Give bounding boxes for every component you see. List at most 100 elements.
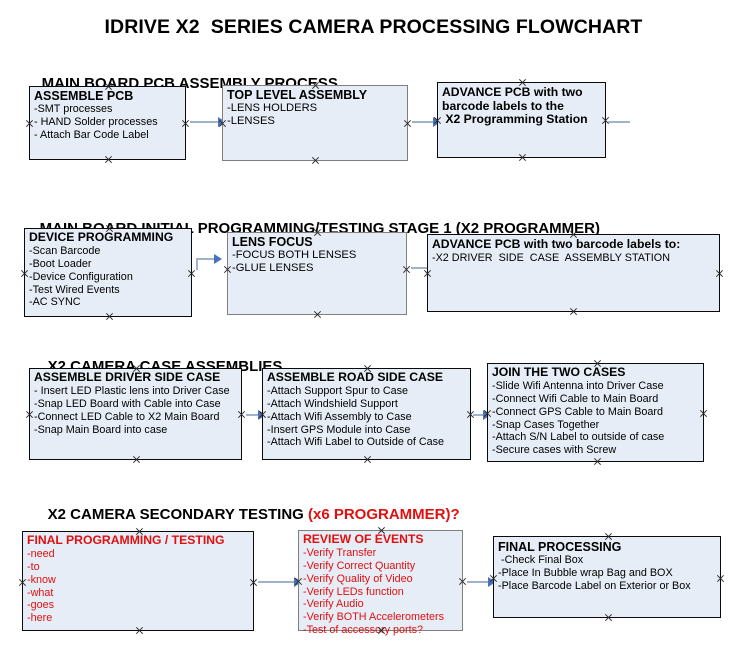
node-line: -Check Final Box [498, 554, 584, 566]
node-line: -Snap Main Board into case [34, 423, 168, 436]
node-line: X2 Programming Station [442, 112, 588, 127]
node-line: - Insert LED Plastic lens into Driver Ca… [34, 384, 230, 397]
section-heading-4-accent: (x6 PROGRAMMER)? [307, 506, 460, 523]
node-title: TOP LEVEL ASSEMBLY [227, 88, 368, 102]
node-line: -Attach Windshield Support [267, 397, 398, 410]
connection-handle[interactable] [18, 578, 27, 587]
arrow-head-icon [214, 254, 222, 264]
node-advance-pcb-programming-station[interactable]: ADVANCE PCB with two barcode labels to t… [437, 82, 606, 158]
node-line: -Attach Wifi Label to Outside of Case [267, 436, 445, 449]
connection-handle[interactable] [311, 156, 320, 165]
arrow-head-icon [488, 577, 496, 587]
arrow-connector [246, 414, 262, 416]
node-title: REVIEW OF EVENTS [303, 532, 424, 546]
connection-handle[interactable] [25, 410, 34, 419]
node-title: ADVANCE PCB with two barcode labels to: [432, 237, 681, 251]
node-line: -X2 DRIVER SIDE CASE ASSEMBLY STATION [432, 251, 670, 264]
node-assemble-pcb[interactable]: ASSEMBLE PCB -SMT processes - HAND Solde… [29, 86, 186, 160]
node-line: -here [27, 612, 53, 625]
node-line: -Verify Correct Quantity [303, 559, 416, 572]
node-line: -Snap Cases Together [492, 418, 600, 431]
node-line: - Attach Bar Code Label [34, 128, 149, 141]
node-line: -Attach S/N Label to outside of case [492, 431, 665, 444]
node-line: -Place In Bubble wrap Bag and BOX [498, 566, 673, 579]
node-review-of-events[interactable]: REVIEW OF EVENTS -Verify Transfer -Verif… [298, 530, 463, 636]
connection-handle[interactable] [569, 307, 578, 316]
connection-handle[interactable] [25, 119, 34, 128]
node-line: - HAND Solder processes [34, 115, 158, 128]
node-line: -goes [27, 599, 55, 612]
node-line: -Verify Transfer [303, 546, 377, 559]
node-line: -Test of accessory ports? [303, 624, 424, 637]
node-line: -Connect Wifi Cable to Main Board [492, 392, 659, 405]
node-title: LENS FOCUS [232, 235, 313, 249]
connection-handle[interactable] [423, 269, 432, 278]
node-title: ASSEMBLE ROAD SIDE CASE [267, 370, 444, 384]
node-title: ASSEMBLE DRIVER SIDE CASE [34, 370, 221, 384]
arrow-connector [196, 258, 198, 270]
node-line: -Secure cases with Screw [492, 444, 617, 457]
connection-handle[interactable] [20, 269, 29, 278]
arrow-connector [258, 581, 298, 583]
node-line: -Device Configuration [29, 270, 133, 283]
node-title: ADVANCE PCB with two [442, 85, 583, 99]
node-top-level-assembly[interactable]: TOP LEVEL ASSEMBLY -LENS HOLDERS -LENSES [222, 85, 408, 161]
node-final-processing[interactable]: FINAL PROCESSING -Check Final Box -Place… [493, 536, 721, 618]
node-line: -Boot Loader [29, 257, 92, 270]
arrow-connector [196, 258, 218, 260]
node-line: -AC SYNC [29, 296, 81, 309]
connection-handle[interactable] [132, 455, 141, 464]
connection-handle[interactable] [604, 613, 613, 622]
node-device-programming[interactable]: DEVICE PROGRAMMING -Scan Barcode -Boot L… [24, 228, 192, 317]
node-line: -SMT processes [34, 103, 113, 115]
node-line: -Attach Support Spur to Case [267, 384, 409, 397]
connection-handle[interactable] [104, 155, 113, 164]
node-line: -Test Wired Events [29, 283, 120, 296]
connection-handle[interactable] [223, 265, 232, 274]
node-assemble-driver-side-case[interactable]: ASSEMBLE DRIVER SIDE CASE - Insert LED P… [29, 368, 242, 460]
page-title: IDRIVE X2 SERIES CAMERA PROCESSING FLOWC… [104, 16, 643, 38]
section-heading-4-text: X2 CAMERA SECONDARY TESTING [47, 506, 308, 523]
node-line: -Place Barcode Label on Exterior or Box [498, 579, 691, 592]
node-line: -need [27, 547, 55, 560]
node-line: -know [27, 573, 56, 586]
node-title: FINAL PROCESSING [498, 540, 622, 554]
node-line: -Verify Quality of Video [303, 572, 413, 585]
node-line: -Scan Barcode [29, 244, 101, 257]
node-title: DEVICE PROGRAMMING [29, 230, 174, 244]
arrow-tail-stub [608, 121, 630, 123]
node-line: -Verify LEDs function [303, 585, 404, 598]
node-line: -Attach Wifi Assembly to Case [267, 410, 412, 423]
connection-handle[interactable] [518, 153, 527, 162]
node-line: barcode labels to the [442, 98, 564, 113]
connection-handle[interactable] [135, 626, 144, 635]
node-line: -Verify Audio [303, 598, 364, 611]
node-lens-focus[interactable]: LENS FOCUS -FOCUS BOTH LENSES -GLUE LENS… [227, 232, 407, 315]
node-line: -to [27, 560, 40, 573]
connection-handle[interactable] [105, 312, 114, 321]
connection-handle[interactable] [715, 269, 724, 278]
node-line: -Insert GPS Module into Case [267, 423, 411, 436]
arrow-connector [190, 121, 220, 123]
node-assemble-road-side-case[interactable]: ASSEMBLE ROAD SIDE CASE -Attach Support … [262, 368, 471, 460]
arrow-connector [467, 581, 493, 583]
node-line: -FOCUS BOTH LENSES [232, 249, 357, 261]
node-final-programming-testing[interactable]: FINAL PROGRAMMING / TESTING -need -to -k… [22, 531, 254, 631]
connection-handle[interactable] [363, 455, 372, 464]
node-line: -LENSES [227, 115, 275, 128]
node-line: -Connect LED Cable to X2 Main Board [34, 410, 220, 423]
arrow-connector [412, 121, 438, 123]
connection-handle[interactable] [593, 457, 602, 466]
node-line: -Slide Wifi Antenna into Driver Case [492, 379, 664, 392]
node-join-the-two-cases[interactable]: JOIN THE TWO CASES -Slide Wifi Antenna i… [487, 363, 704, 462]
connection-handle[interactable] [313, 310, 322, 319]
node-line: -Verify BOTH Accelerometers [303, 611, 444, 624]
node-line: -LENS HOLDERS [227, 102, 318, 114]
node-line: -Connect GPS Cable to Main Board [492, 405, 664, 418]
node-line: -Snap LED Board with Cable into Case [34, 397, 221, 410]
node-line: -what [27, 586, 54, 599]
node-line: -GLUE LENSES [232, 262, 314, 275]
node-advance-pcb-driver-side[interactable]: ADVANCE PCB with two barcode labels to: … [427, 234, 720, 312]
arrow-connector [473, 414, 487, 416]
